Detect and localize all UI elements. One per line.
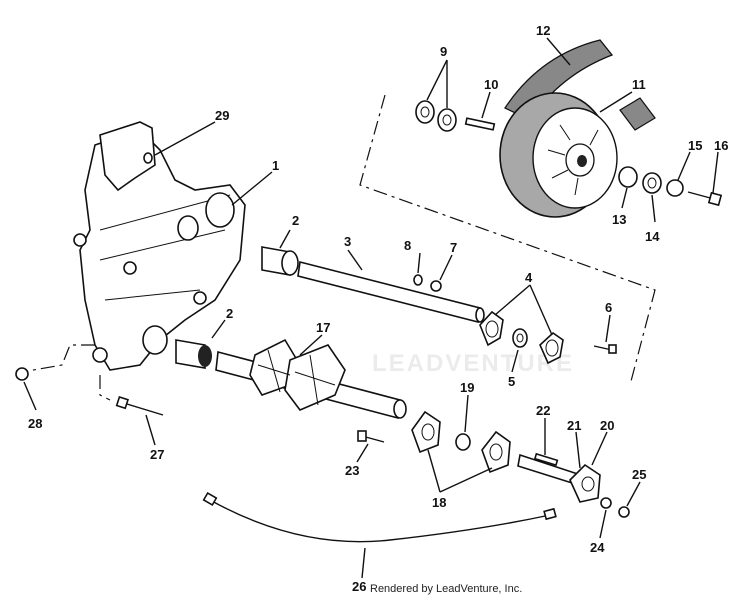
callout-14: 14 [645,229,660,244]
ear-mid [123,261,137,275]
upper-shaft [297,261,481,323]
callout-12: 12 [536,23,550,38]
pulley-fins [547,124,599,196]
washer-a-hole [420,106,430,118]
callout-24: 24 [590,540,605,555]
auger-shaft-end [393,399,407,419]
callout-20: 20 [600,418,614,433]
callout-6: 6 [605,300,612,315]
flat-washer [642,172,662,194]
belt-return [619,97,656,131]
lower-bore [142,325,168,355]
callout-23: 23 [345,463,359,478]
callout-27: 27 [150,447,164,462]
housing-bolt [115,395,164,416]
loose-hardware [15,367,557,543]
callout-11: 11 [632,77,646,92]
callout-16: 16 [714,138,728,153]
washer-b-hole [442,114,452,126]
watermark-text: LEADVENTURE [372,350,575,377]
flange-bolt [593,344,617,354]
flange-a [479,310,504,347]
callout-25: 25 [632,467,646,482]
housing-nut [15,367,29,381]
spacer [618,166,638,188]
callout-2-upper: 2 [292,213,299,228]
callout-21: 21 [567,418,581,433]
pulley-bore [577,155,587,167]
ear-left [73,233,87,247]
callout-8: 8 [404,238,411,253]
gear-case-body [79,129,246,371]
end-cap [569,463,601,503]
callout-19: 19 [460,380,474,395]
ear-lower [193,291,207,305]
leader-lines [23,37,719,579]
auger-bearing [455,433,471,451]
bearing [512,328,528,348]
auger-key [533,452,559,467]
end-nut [618,506,630,518]
lower-bushing [175,339,206,369]
small-washer [430,280,442,292]
upper-shaft-group [261,246,617,365]
callout-labels: 1 2 2 3 4 5 6 7 8 9 10 11 12 13 14 15 16… [28,23,728,594]
end-cap-hole [581,476,595,492]
end-washer [600,497,612,509]
bracket-hole [143,152,153,164]
flange-b [539,331,564,365]
upper-bushing-end [281,250,299,276]
auger-flange-a-hole [421,423,435,441]
callout-17: 17 [316,320,330,335]
auger-flange-b-hole [489,443,503,461]
mounting-bracket [99,121,156,192]
ear-bottom [92,347,108,363]
auger-flange-a [411,410,441,454]
callout-28: 28 [28,416,42,431]
washer-a [415,100,435,124]
callout-15: 15 [688,138,702,153]
callout-5: 5 [508,374,515,389]
callout-2-lower: 2 [226,306,233,321]
upper-bore [205,192,235,228]
auger-bolt [357,430,385,443]
assembly-boundary [359,94,656,386]
callout-7: 7 [450,240,457,255]
cable-end-b [543,507,557,521]
lower-shaft-group [175,338,630,518]
callout-22: 22 [536,403,550,418]
bearing-hole [516,333,524,343]
cable [209,499,551,543]
small-nut [413,274,423,286]
callout-9: 9 [440,44,447,59]
washer-b [437,108,457,132]
callout-10: 10 [484,77,498,92]
pulley-bolt [687,191,723,207]
bolt-guide [99,375,111,401]
callout-26: 26 [352,579,366,594]
nut-guide [21,344,95,373]
flat-washer-hole [647,177,657,189]
upper-shaft-end [475,307,485,323]
callout-18: 18 [432,495,446,510]
callout-4: 4 [525,270,533,285]
upper-boss [177,215,199,241]
callout-29: 29 [215,108,229,123]
cable-end-a [202,491,218,507]
callout-1: 1 [272,158,279,173]
callout-13: 13 [612,212,626,227]
auger-flange-b [481,430,511,474]
impeller [249,338,346,411]
pulley-assembly [359,39,723,386]
lock-washer [666,179,684,197]
gear-case [21,121,246,401]
credit-text: Rendered by LeadVenture, Inc. [370,583,523,595]
callout-3: 3 [344,234,351,249]
flange-a-hole [485,320,499,338]
lower-bushing-end [198,345,212,367]
key [464,117,496,131]
flange-b-hole [545,339,559,357]
